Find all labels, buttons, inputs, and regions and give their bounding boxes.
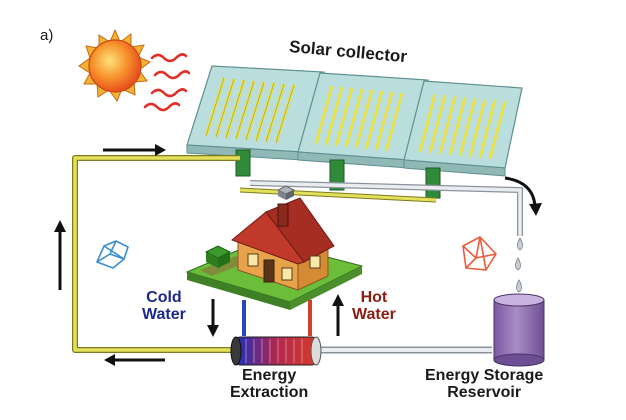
sun-icon <box>78 28 152 103</box>
hot-water-line-1: Hot <box>360 289 388 306</box>
cold-water-pipe <box>72 155 437 353</box>
house-icon <box>185 185 364 310</box>
energy-extraction-line-1: Energy <box>242 367 297 384</box>
energy-storage-tank-icon <box>493 293 545 367</box>
cold-water-line-1: Cold <box>146 289 182 306</box>
energy-extraction-line-2: Extraction <box>230 383 309 401</box>
quadricyclane-molecule-icon <box>462 236 497 271</box>
energy-storage-line-2: Reservoir <box>447 383 522 401</box>
cold-water-line-2: Water <box>142 305 186 323</box>
sun-rays-icon <box>143 53 191 112</box>
flow-arrows <box>54 144 542 366</box>
house-vertical-pipes <box>242 300 312 336</box>
collector-panel-2 <box>297 72 429 169</box>
droplets <box>515 237 523 293</box>
panel-label: a) <box>40 27 54 44</box>
hot-water-pipe <box>249 180 523 354</box>
heat-exchanger-icon <box>230 336 322 366</box>
energy-storage-label: Energy Storage Reservoir <box>425 367 544 402</box>
norbornadiene-molecule-icon <box>96 240 129 269</box>
energy-storage-line-1: Energy Storage <box>425 367 544 384</box>
hot-water-label: Hot Water <box>352 289 396 324</box>
collector-panel-3 <box>403 80 523 177</box>
solar-collector-panels <box>186 65 523 199</box>
energy-extraction-label: Energy Extraction <box>230 367 309 402</box>
hot-water-line-2: Water <box>352 305 396 323</box>
cold-water-label: Cold Water <box>142 289 186 324</box>
